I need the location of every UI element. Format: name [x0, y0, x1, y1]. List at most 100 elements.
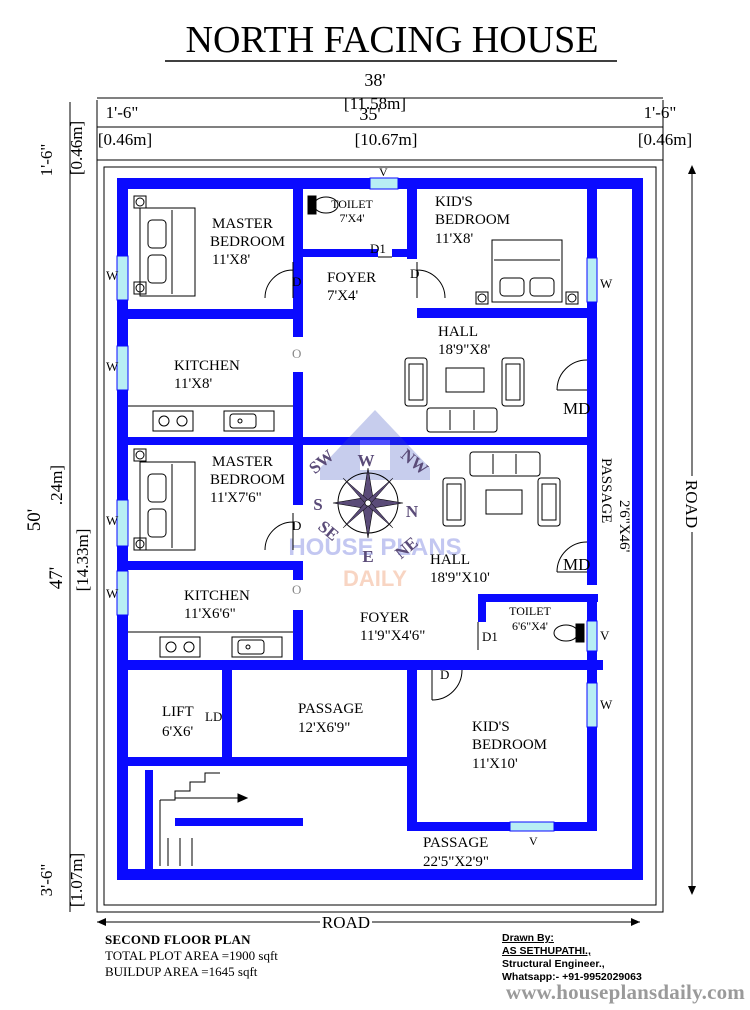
window-mb2 [116, 499, 129, 547]
kitchen-1-counter-icon [128, 405, 293, 432]
dim-right-setback-ft: 1'-6" [644, 103, 677, 122]
wall-kids1-bottom [417, 308, 587, 318]
mark-door-kids1: D [410, 266, 419, 281]
lift-size: 6'X6' [162, 724, 194, 740]
arrow-left-icon [97, 918, 106, 926]
kitchen2-name: KITCHEN [184, 588, 250, 604]
wall-bottom [117, 869, 643, 880]
dim-inner-depth-ft: 47' [46, 567, 67, 589]
walls [117, 178, 643, 880]
compass-icon [332, 467, 404, 539]
wall-kitchen1-right-2 [293, 372, 303, 437]
window-mb1 [116, 255, 129, 301]
mb1-size: 11'X8' [212, 252, 250, 268]
kids1-name: KID'S [435, 194, 473, 210]
wall-kitchen2-right-2 [293, 610, 303, 665]
passage-bottom-name: PASSAGE [423, 835, 488, 851]
mark-window-kids2: W [600, 697, 613, 712]
hall2-name: HALL [430, 552, 470, 568]
mark-door-toilet2: D1 [482, 629, 498, 644]
door-mb1-icon [264, 262, 294, 299]
wall-stair-left [145, 770, 153, 869]
mark-window-kitchen2: W [106, 586, 119, 601]
arrow-down-icon [688, 886, 696, 895]
wall-middle [128, 437, 597, 445]
toilet2-name: TOILET [509, 604, 551, 618]
compass-e: E [362, 547, 373, 566]
kitchen-2-counter-icon [128, 631, 293, 658]
mark-vent-passage: V [529, 834, 538, 848]
dim-inner-depth-m: [14.33m] [73, 529, 92, 592]
passage-right-name: PASSAGE [598, 458, 614, 523]
wall-toilet2-left [478, 594, 486, 622]
toilet1-size: 7'X4' [340, 211, 365, 225]
credits: Drawn By: AS SETHUPATHI., Structural Eng… [502, 932, 742, 984]
hall1-size: 18'9"X8' [438, 342, 491, 358]
windows [116, 177, 598, 832]
arrow-right-icon [631, 918, 640, 926]
toilet2-size: 6'6"X4' [512, 619, 548, 633]
main-door-1-icon [556, 359, 588, 391]
road-bottom: ROAD [322, 913, 370, 932]
dim-total-width-m: [11.58m] [344, 94, 406, 113]
door-kids1-icon [416, 262, 446, 299]
watermark-line2: DAILY [343, 566, 407, 591]
wall-passage-upper [587, 189, 597, 437]
arrow-up-icon [688, 165, 696, 174]
foyer2-name: FOYER [360, 610, 409, 626]
mark-window-mb2: W [106, 513, 119, 528]
mark-window-mb1: W [106, 268, 119, 283]
mb1-name2: BEDROOM [210, 234, 285, 250]
kitchen2-size: 11'X6'6" [184, 606, 236, 622]
foyer2-size: 11'9"X4'6" [360, 628, 425, 644]
lift-door-label: LD [205, 709, 222, 724]
watermark-house-icon [320, 410, 430, 480]
dim-total-width-ft: 38' [364, 70, 385, 90]
door-mb2-icon [264, 513, 294, 551]
dim-inner-width-ft: 35' [359, 104, 380, 124]
plot-boundary-inner [103, 166, 657, 906]
mb1-name: MASTER [212, 216, 273, 232]
wall-lower [128, 660, 603, 670]
door-kids2-icon [431, 669, 463, 701]
door-swings [264, 256, 588, 701]
dim-inner-depth-m-partial: .24m] [47, 465, 66, 505]
ventilator-passage [509, 821, 555, 832]
kids2-size: 11'X10' [472, 756, 518, 772]
room-labels: MASTER BEDROOM 11'X8' TOILET 7'X4' KID'S… [162, 194, 632, 870]
watermark-house-window [360, 440, 390, 470]
lift-name: LIFT [162, 704, 194, 720]
mark-door-mb1: D [292, 274, 301, 289]
wall-passage-mid [587, 445, 597, 585]
kids1-size: 11'X8' [435, 231, 473, 247]
mark-door-toilet1: D1 [370, 241, 386, 256]
wall-kitchen2-right [293, 570, 303, 580]
wall-mb1-toilet [293, 189, 303, 309]
hall2-size: 18'9"X10' [430, 570, 490, 586]
road-right: ROAD [682, 480, 701, 528]
road-label-bg [320, 913, 372, 931]
compass-n: N [406, 502, 419, 521]
toilet1-name: TOILET [331, 197, 373, 211]
plan-name: SECOND FLOOR PLAN [105, 932, 251, 947]
mb2-name2: BEDROOM [210, 472, 285, 488]
mb2-name: MASTER [212, 454, 273, 470]
wall-toilet-bottom [303, 249, 378, 257]
dim-bottom-setback-ft: 3'-6" [37, 864, 56, 897]
plan-info: SECOND FLOOR PLAN TOTAL PLOT AREA =1900 … [105, 932, 435, 980]
window-kids1 [586, 257, 598, 303]
kitchen1-name: KITCHEN [174, 358, 240, 374]
mark-vent-toilet1: V [379, 165, 388, 179]
opening-marks: W W W W W W V V V D D D D D1 D1 O O MD M… [106, 165, 613, 848]
kids1-name2: BEDROOM [435, 212, 510, 228]
sofa-set-1-icon [404, 357, 525, 433]
drawn-by-label: Drawn By: [502, 932, 554, 944]
mark-main-door-1: MD [563, 399, 590, 418]
staircase-icon [159, 772, 249, 866]
passage-mid-size: 12'X6'9" [298, 720, 350, 736]
toilet-1-icon [307, 195, 339, 215]
author-name: AS SETHUPATHI., [502, 945, 591, 957]
dim-top-setback-ft: 1'-6" [37, 144, 56, 177]
wall-toilet-bottom-2 [392, 249, 417, 257]
wall-passage-mid-bottom [128, 757, 412, 766]
